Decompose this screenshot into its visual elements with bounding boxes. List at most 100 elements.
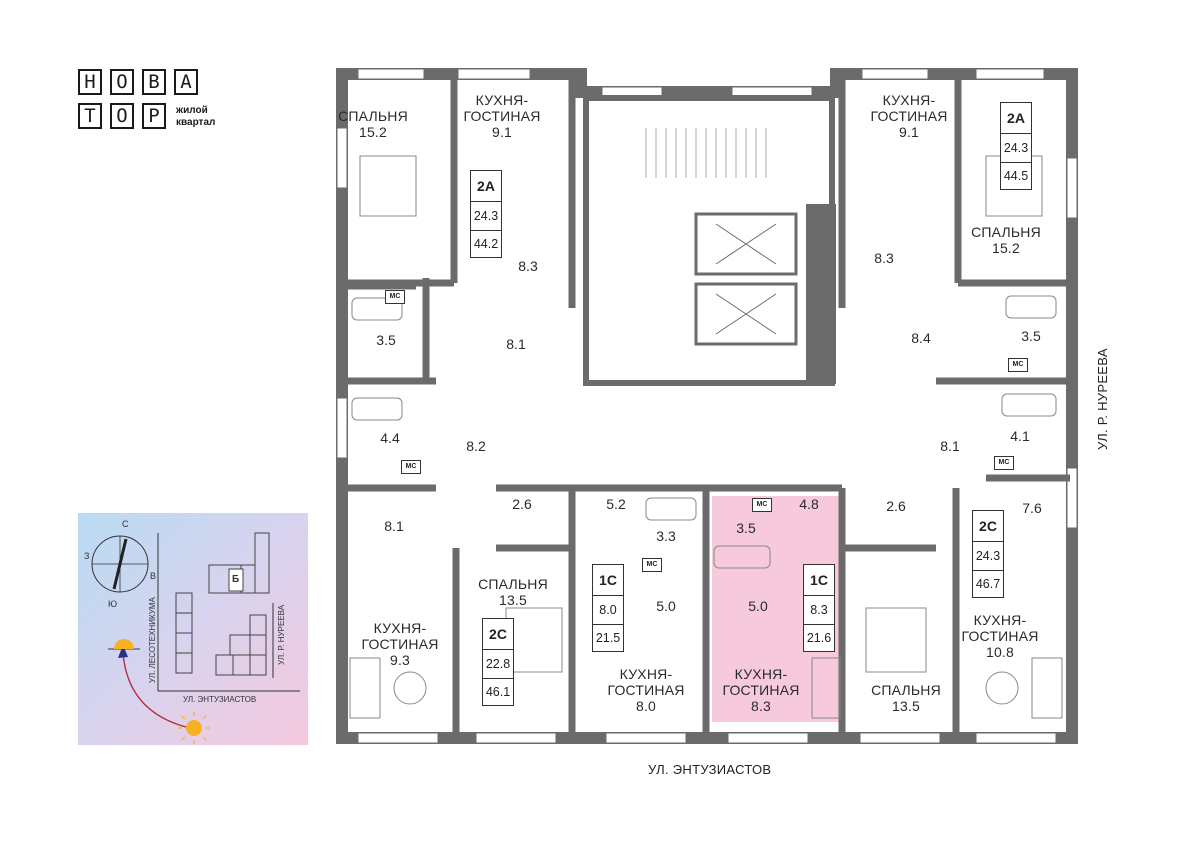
apartment-living-area: 24.3: [473, 209, 499, 223]
room-area: 8.4: [911, 330, 931, 346]
room-area: 5.0: [656, 598, 676, 614]
room-area: 4.4: [380, 430, 400, 446]
ms-tag: МС: [994, 456, 1014, 470]
apartment-living-area: 8.3: [810, 603, 828, 617]
apartment-living-area: 8.0: [599, 603, 617, 617]
apartment-total-area: 44.2: [471, 230, 501, 259]
location-inset: С З В Ю Б УЛ. ЛЕСОТЕХНИКУМА УЛ. Р. НУРЕЕ…: [78, 513, 308, 745]
apartment-living-area: 24.3: [1003, 141, 1029, 155]
inset-street-bottom: УЛ. ЭНТУЗИАСТОВ: [183, 695, 257, 704]
room-area: 8.1: [384, 518, 404, 534]
logo-letter: В: [142, 69, 166, 95]
apartment-badge[interactable]: 2А 24.3 44.2: [470, 170, 502, 258]
room-area: 2.6: [886, 498, 906, 514]
inset-street-left: УЛ. ЛЕСОТЕХНИКУМА: [148, 597, 157, 683]
room-name: КУХНЯ- ГОСТИНАЯ: [361, 620, 439, 652]
apartment-total-area: 44.5: [1001, 162, 1031, 191]
room-area: 3.5: [1021, 328, 1041, 344]
room-area: 8.1: [506, 336, 526, 352]
room-name: СПАЛЬНЯ: [338, 108, 408, 124]
logo-letter: Т: [78, 103, 102, 129]
ms-tag: МС: [1008, 358, 1028, 372]
floor-plan: МС МС МС МС МС МС 2А 24.3 44.2 2А 24.3 4…: [336, 68, 1078, 744]
compass-west: З: [84, 551, 90, 561]
apartment-living-area: 22.8: [485, 657, 511, 671]
ms-tag: МС: [401, 460, 421, 474]
room-area: 13.5: [498, 592, 528, 608]
room-name: СПАЛЬНЯ: [871, 682, 941, 698]
room-area: 5.2: [606, 496, 626, 512]
room-area: 8.3: [874, 250, 894, 266]
room-name: КУХНЯ- ГОСТИНАЯ: [961, 612, 1039, 644]
compass-north: С: [122, 519, 129, 529]
apartment-total-area: 21.6: [804, 624, 834, 653]
apartment-total-area: 46.7: [973, 570, 1003, 599]
room-name: КУХНЯ- ГОСТИНАЯ: [463, 92, 541, 124]
room-area: 15.2: [358, 124, 388, 140]
apartment-living-area: 24.3: [975, 549, 1001, 563]
room-name: КУХНЯ- ГОСТИНАЯ: [870, 92, 948, 124]
room-area: 3.3: [656, 528, 676, 544]
room-area: 8.0: [635, 698, 657, 714]
ms-tag: МС: [385, 290, 405, 304]
room-area: 4.1: [1010, 428, 1030, 444]
inset-building-label: Б: [232, 574, 240, 585]
room-area: 4.8: [799, 496, 819, 512]
room-area: 10.8: [985, 644, 1015, 660]
apartment-badge[interactable]: 1С 8.3 21.6: [803, 564, 835, 652]
room-area: 13.5: [891, 698, 921, 714]
logo-letter: Н: [78, 69, 102, 95]
room-area: 7.6: [1022, 500, 1042, 516]
apartment-type: 2С: [483, 619, 513, 650]
apartment-type: 2А: [1001, 103, 1031, 134]
ms-tag: МС: [642, 558, 662, 572]
inset-street-right: УЛ. Р. НУРЕЕВА: [277, 604, 286, 665]
room-name: СПАЛЬНЯ: [971, 224, 1041, 240]
room-area: 8.1: [940, 438, 960, 454]
logo: Н О В А Т О Р жилой квартал: [78, 69, 218, 133]
apartment-type: 2С: [973, 511, 1003, 542]
apartment-badge[interactable]: 2А 24.3 44.5: [1000, 102, 1032, 190]
inset-drawing: [91, 532, 300, 744]
room-name: КУХНЯ- ГОСТИНАЯ: [722, 666, 800, 698]
room-area: 15.2: [991, 240, 1021, 256]
apartment-badge[interactable]: 2С 24.3 46.7: [972, 510, 1004, 598]
logo-letter: О: [110, 103, 134, 129]
ms-tag: МС: [752, 498, 772, 512]
logo-subtitle-1: жилой: [176, 105, 208, 116]
logo-letter: Р: [142, 103, 166, 129]
room-area: 8.3: [750, 698, 772, 714]
street-label-right: УЛ. Р. НУРЕЕВА: [1095, 348, 1110, 450]
street-label-bottom: УЛ. ЭНТУЗИАСТОВ: [648, 762, 772, 777]
apartment-badge[interactable]: 1С 8.0 21.5: [592, 564, 624, 652]
apartment-total-area: 21.5: [593, 624, 623, 653]
room-area: 9.3: [389, 652, 411, 668]
room-area: 3.5: [376, 332, 396, 348]
logo-subtitle-2: квартал: [176, 117, 216, 128]
room-area: 2.6: [512, 496, 532, 512]
room-area: 8.3: [518, 258, 538, 274]
room-area: 3.5: [736, 520, 756, 536]
room-area: 8.2: [466, 438, 486, 454]
apartment-total-area: 46.1: [483, 678, 513, 707]
apartment-type: 2А: [471, 171, 501, 202]
room-area: 9.1: [898, 124, 920, 140]
apartment-badge[interactable]: 2С 22.8 46.1: [482, 618, 514, 706]
room-area: 5.0: [748, 598, 768, 614]
room-name: СПАЛЬНЯ: [478, 576, 548, 592]
compass-east: В: [150, 571, 157, 581]
apartment-type: 1С: [804, 565, 834, 596]
logo-letter: О: [110, 69, 134, 95]
apartment-type: 1С: [593, 565, 623, 596]
room-name: КУХНЯ- ГОСТИНАЯ: [607, 666, 685, 698]
